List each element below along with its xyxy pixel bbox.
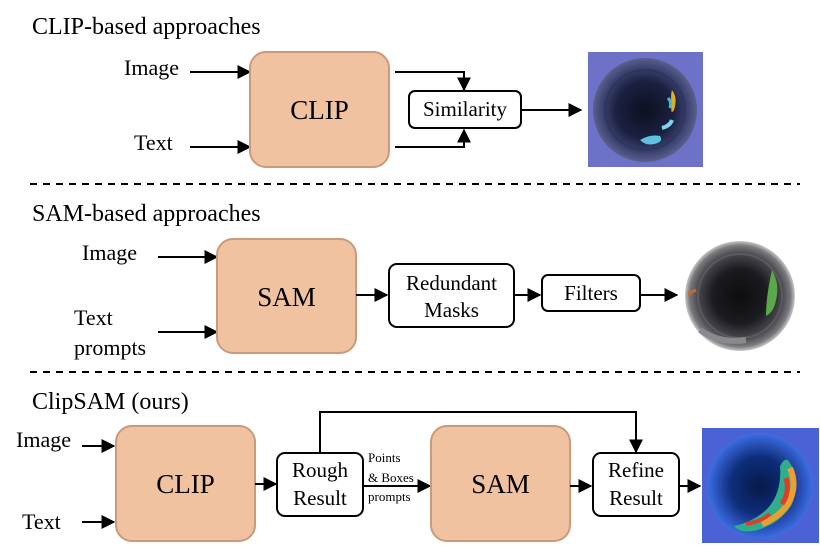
arrow-clip-to-similarity-bottom <box>395 128 471 148</box>
clip-input-image-label: Image <box>124 55 179 80</box>
clipsam-input-text-label: Text <box>22 509 61 534</box>
filters-box <box>541 274 641 312</box>
arrow-rough-to-refine <box>319 411 643 454</box>
rough-result-label-line2: Result <box>293 486 347 510</box>
section-title-clipsam: ClipSAM (ours) <box>32 389 189 415</box>
sam-input-image-label: Image <box>82 240 137 265</box>
filters-label: Filters <box>564 281 618 305</box>
clipsam-clip-label: CLIP <box>156 469 215 499</box>
clipsam-sam-box <box>430 425 571 542</box>
prompt-label-line1: Points <box>368 450 401 465</box>
clipsam-section: ClipSAM (ours) Image Text CLIP Rough Res… <box>16 389 819 543</box>
refine-result-label-line2: Result <box>609 486 663 510</box>
refine-result-box <box>592 452 680 517</box>
redundant-masks-label-line1: Redundant <box>406 271 497 295</box>
prompt-label-line2: & Boxes <box>368 470 414 485</box>
clip-section: CLIP-based approaches Image Text CLIP Si… <box>32 14 703 168</box>
anomaly-heatmap-image <box>588 52 703 167</box>
refine-result-label-line1: Refine <box>608 458 664 482</box>
prompt-label-line3: prompts <box>368 489 411 504</box>
sam-input-text-label-line1: Text <box>74 305 113 330</box>
clip-input-text-label: Text <box>134 130 173 155</box>
clip-model-label: CLIP <box>290 95 349 125</box>
section-title-clip: CLIP-based approaches <box>32 14 261 40</box>
clip-model-box <box>249 51 390 168</box>
clipsam-input-image-label: Image <box>16 427 71 452</box>
similarity-label: Similarity <box>423 97 508 121</box>
sam-model-label: SAM <box>257 282 316 312</box>
sam-input-text-label-line2: prompts <box>74 335 146 360</box>
segmented-mask-image <box>685 241 795 351</box>
refined-heatmap-image <box>702 428 819 543</box>
rough-result-label-line1: Rough <box>292 458 349 482</box>
sam-section: SAM-based approaches Image Text prompts … <box>32 201 795 360</box>
clipsam-sam-label: SAM <box>471 469 530 499</box>
arrow-clip-to-similarity-top <box>395 71 471 92</box>
section-title-sam: SAM-based approaches <box>32 201 261 227</box>
redundant-masks-label-line2: Masks <box>424 298 479 322</box>
